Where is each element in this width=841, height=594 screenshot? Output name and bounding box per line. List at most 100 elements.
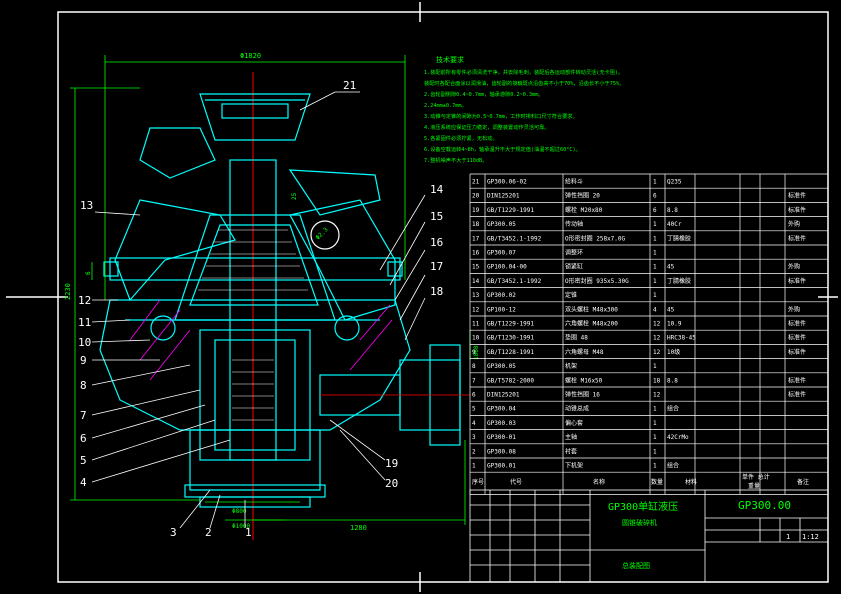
bom-row-qty: 1 xyxy=(653,292,657,299)
bom-row-qty: 12 xyxy=(653,392,661,399)
bom-row-no: 12 xyxy=(472,306,480,313)
balloon-14: 14 xyxy=(430,183,444,196)
bom-row-no: 5 xyxy=(472,406,476,413)
bom-row-name: 给料斗 xyxy=(565,178,583,186)
balloon-17: 17 xyxy=(430,260,443,273)
title-footer: 总装配图 xyxy=(622,561,650,570)
bom-row-qty: 1 xyxy=(653,278,657,285)
bom-row-qty: 1 xyxy=(653,363,657,370)
bom-row-name: 锁紧缸 xyxy=(565,263,583,271)
title-name: GP300单缸液压 xyxy=(608,500,678,513)
title-block xyxy=(469,489,829,583)
technical-notes: 技术要求 1.装配前所有零件必须清洗干净，并去除毛刺，装配后各运动部件转动灵活(… xyxy=(424,55,624,164)
bom-row-note: 外购 xyxy=(788,263,800,271)
note-line: 2.齿轮副侧隙0.4~0.7mm，轴承游隙0.2~0.3mm。 xyxy=(424,90,544,98)
bom-row-note: 标准件 xyxy=(788,348,806,356)
bom-row-code: GP100-12 xyxy=(487,306,516,313)
dim-6: 6 xyxy=(85,271,92,275)
dim-bottom-dia: Φ800 xyxy=(232,508,247,515)
bom-row-qty: 6 xyxy=(653,207,657,214)
note-line: 5.各紧固件必须拧紧，无松动。 xyxy=(424,134,498,142)
bom-row-qty: 1 xyxy=(653,179,657,186)
bom-row-qty: 4 xyxy=(653,306,657,313)
note-line: 1.装配前所有零件必须清洗干净，并去除毛刺，装配后各运动部件转动灵活(无卡阻)。 xyxy=(424,68,623,76)
bom-row-name: 下机架 xyxy=(565,462,583,470)
balloon-9: 9 xyxy=(80,354,87,367)
bom-header-qty: 数量 xyxy=(651,478,663,486)
bom-row-material: 组合 xyxy=(667,405,679,413)
bom-row-name: 调整环 xyxy=(565,249,583,257)
bom-row-name: 弹性挡圈 20 xyxy=(565,192,600,200)
bom-row-code: GB/T1230-1991 xyxy=(487,335,534,342)
bom-header-material: 材料 xyxy=(685,478,697,486)
bom-row-note: 标准件 xyxy=(788,206,806,214)
bom-row-qty: 1 xyxy=(653,463,657,470)
bom-row-code: DIN125201 xyxy=(487,392,520,399)
bom-row-material: 45 xyxy=(667,264,675,271)
sheet-no: 1 xyxy=(786,533,790,541)
bom-row-no: 11 xyxy=(472,321,480,328)
bom-row-name: O形密封圈 258x7.0G xyxy=(565,234,626,242)
bom-row-no: 1 xyxy=(472,463,476,470)
bom-row-code: GB/T1229-1991 xyxy=(487,207,534,214)
bom-row-qty: 1 xyxy=(653,235,657,242)
bom-row-name: 主轴 xyxy=(565,433,577,441)
bom-row-code: GP300.08 xyxy=(487,448,516,455)
bom-row-code: GP100.04-00 xyxy=(487,264,527,271)
bom-row-qty: 1 xyxy=(653,448,657,455)
bom-row-note: 外购 xyxy=(788,305,800,313)
note-line: 3.动锥与定锥的间隙为0.5~0.7mm，工作时排料口尺寸符合要求。 xyxy=(424,112,578,120)
bom-row-no: 19 xyxy=(472,207,480,214)
bom-row-code: GP300.04 xyxy=(487,406,516,413)
bom-row-material: 8.8 xyxy=(667,377,678,384)
bom-row-name: O形密封圈 935x5.30G xyxy=(565,277,629,285)
notes-title: 技术要求 xyxy=(436,55,464,64)
bom-row-qty: 1 xyxy=(653,250,657,257)
dim-bottom-length: 1280 xyxy=(350,524,367,532)
bom-row-qty: 1 xyxy=(653,221,657,228)
bom-row-name: 六角螺母 M48 xyxy=(565,348,604,356)
bom-row-no: 18 xyxy=(472,221,480,228)
balloon-8: 8 xyxy=(80,379,87,392)
bom-row-name: 机架 xyxy=(565,362,577,370)
bom-row-no: 8 xyxy=(472,363,476,370)
bom-row-material: 丁腈橡胶 xyxy=(667,234,691,242)
bom-row-material: 组合 xyxy=(667,462,679,470)
bom-row-name: 六角螺栓 M48x200 xyxy=(565,320,618,328)
bom-header-note: 备注 xyxy=(797,478,809,486)
bom-row-note: 标准件 xyxy=(788,277,806,285)
bom-row-code: GB/T1228-1991 xyxy=(487,349,534,356)
bom-row-name: 垫圈 48 xyxy=(565,334,588,342)
balloon-10: 10 xyxy=(78,336,91,349)
leader-lines xyxy=(91,91,426,529)
balloon-16: 16 xyxy=(430,236,443,249)
bom-row-material: 40Cr xyxy=(667,221,682,228)
balloon-7: 7 xyxy=(80,409,87,422)
bom-row-code: GP300-01 xyxy=(487,434,516,441)
bom-row-note: 标准件 xyxy=(788,391,806,399)
title-subname: 圆锥破碎机 xyxy=(622,518,657,527)
bom-row-code: GP300.06-02 xyxy=(487,179,527,186)
bom-row-name: 衬套 xyxy=(565,447,577,455)
bom-row-no: 14 xyxy=(472,278,480,285)
bom-row-code: GP300.03 xyxy=(487,420,516,427)
bom-row-qty: 1 xyxy=(653,420,657,427)
bom-row-name: 动锥总成 xyxy=(565,405,589,413)
bom-row-no: 13 xyxy=(472,292,480,299)
balloon-19: 19 xyxy=(385,457,398,470)
bom-row-no: 6 xyxy=(472,392,476,399)
bom-row-no: 16 xyxy=(472,250,480,257)
dim-overall-width: Φ1820 xyxy=(240,52,261,60)
bom-row-code: GP300.05 xyxy=(487,363,516,370)
note-line: 4.液压系统应保证压力稳定，调整装置动作灵活可靠。 xyxy=(424,123,550,131)
bom-row-material: 45 xyxy=(667,306,675,313)
scale: 1:12 xyxy=(802,533,819,541)
bom-row-no: 17 xyxy=(472,235,480,242)
bom-row-code: GB/T3452.1-1992 xyxy=(487,235,542,242)
bom-row-name: 传动轴 xyxy=(565,220,583,228)
bom-row-name: 螺栓 M16x50 xyxy=(565,376,603,384)
bom-row-material: 42CrMo xyxy=(667,434,689,441)
dim-base-dia: Φ1000 xyxy=(232,523,250,530)
bom-row-name: 定锥 xyxy=(565,291,577,299)
